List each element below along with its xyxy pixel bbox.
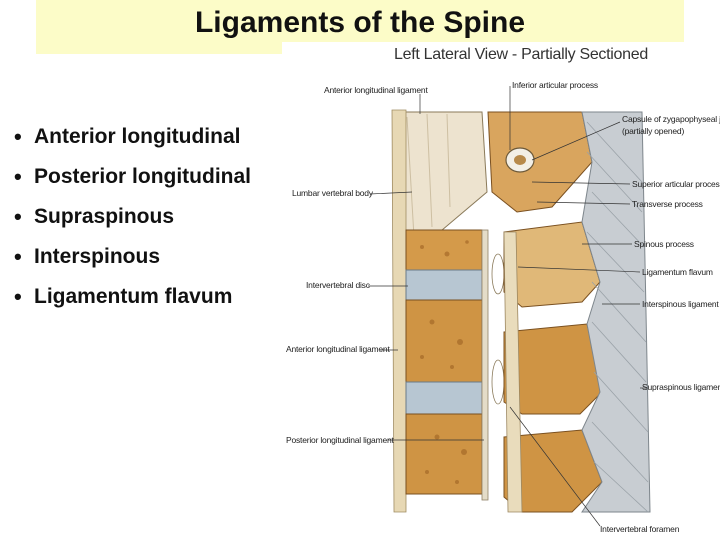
bullet-item: Supraspinous [12,200,251,240]
slide-title: Ligaments of the Spine [194,6,526,39]
figure-caption: Left Lateral View - Partially Sectioned [394,46,648,63]
bullet-item: Ligamentum flavum [12,280,251,320]
label-interspinous: Interspinous ligament [642,299,719,309]
label-anterior-longitudinal-mid: Anterior longitudinal ligament [286,344,390,354]
label-intervertebral-disc: Intervertebral disc [306,280,370,290]
label-inferior-articular: Inferior articular process [512,80,598,90]
bullet-item: Posterior longitudinal [12,160,251,200]
label-supraspinous: Supraspinous ligament [642,382,720,392]
bullet-item: Interspinous [12,240,251,280]
label-spinous: Spinous process [634,239,694,249]
label-lumbar-body: Lumbar vertebral body [292,188,373,198]
label-foramen: Intervertebral foramen [600,524,680,534]
label-flavum: Ligamentum flavum [642,267,713,277]
bullet-item: Anterior longitudinal [12,120,251,160]
label-superior-articular: Superior articular process [632,179,720,189]
label-capsule: Capsule of zygapophyseal joint [622,114,720,124]
spine-illustration: Left Lateral View - Partially Sectioned … [282,42,720,540]
label-anterior-longitudinal-top: Anterior longitudinal ligament [324,85,428,95]
label-capsule-note: (partially opened) [622,126,685,136]
bullet-list: Anterior longitudinal Posterior longitud… [12,120,251,320]
label-transverse: Transverse process [632,199,703,209]
spine-drawing [368,86,651,527]
label-posterior-longitudinal: Posterior longitudinal ligament [286,435,394,445]
